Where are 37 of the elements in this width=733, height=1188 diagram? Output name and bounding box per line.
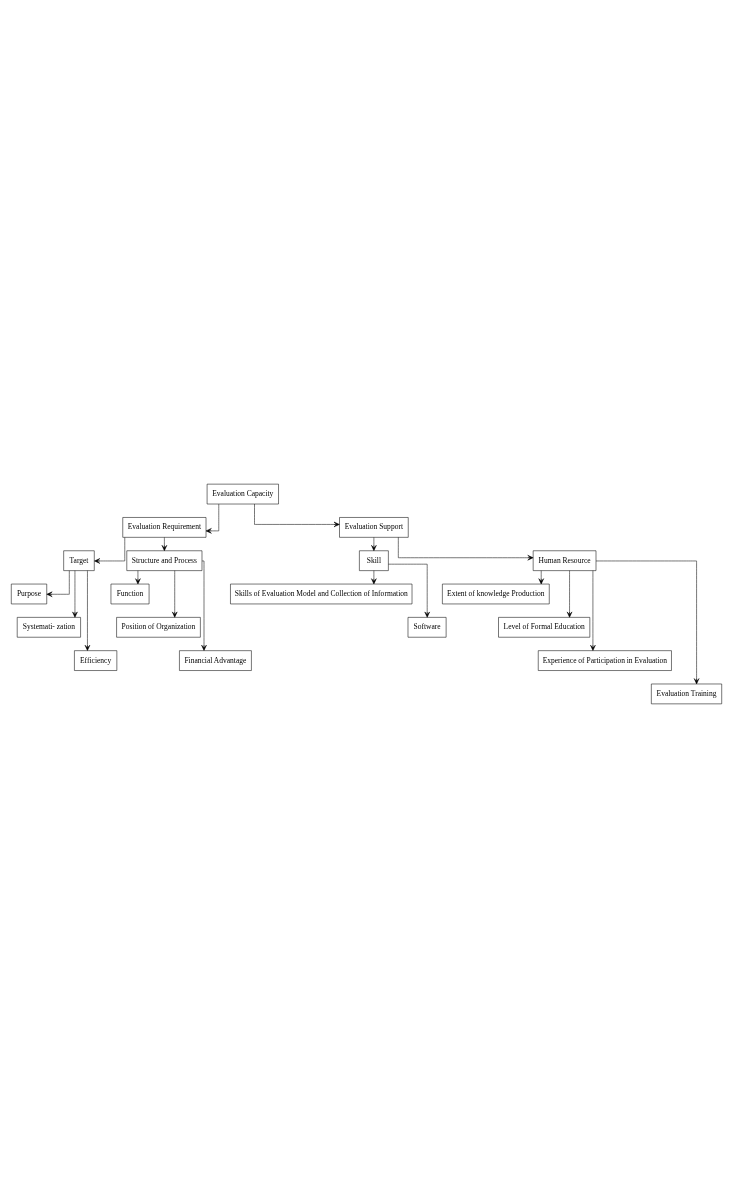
node-box: Function [110,583,150,605]
node-box: Purpose [11,583,47,605]
arrow [538,570,544,585]
node-box: Human Resource [532,550,597,571]
node-box: Systemati- zation [16,617,81,638]
arrow [94,537,126,564]
node-box: Extent of knowledge Production [442,583,550,605]
arrow [371,570,377,585]
node-box: Skills of Evaluation Model and Collection of Information [230,583,413,605]
arrow [566,570,573,618]
node-box: Financial Advantage [179,650,252,671]
arrow [254,503,340,528]
node-box: Skill [359,550,389,571]
node-box: Experience of Participation in Evaluation [538,650,672,671]
arrow [201,560,207,651]
arrow [595,560,700,685]
arrow [135,570,141,585]
arrow [590,570,596,651]
arrow [46,570,70,597]
arrow [172,570,178,618]
node-box: Target [63,550,95,571]
node-box: Structure and Process [126,550,203,571]
node-box: Evaluation Support [339,517,409,538]
arrow [371,537,377,551]
node-box: Efficiency [74,650,118,671]
arrow [398,537,534,561]
arrow [84,570,91,651]
node-box: Evaluation Requirement [122,517,207,538]
arrow [205,503,220,534]
arrow [161,537,168,551]
node-box: Evaluation Training [651,683,722,705]
arrow [72,570,78,618]
node-box: Level of Formal Education [498,617,591,638]
node-box: Software [407,617,447,638]
arrow [388,563,430,618]
node-box: Position of Organization [116,617,201,638]
node-box: Evaluation Capacity [206,483,279,505]
